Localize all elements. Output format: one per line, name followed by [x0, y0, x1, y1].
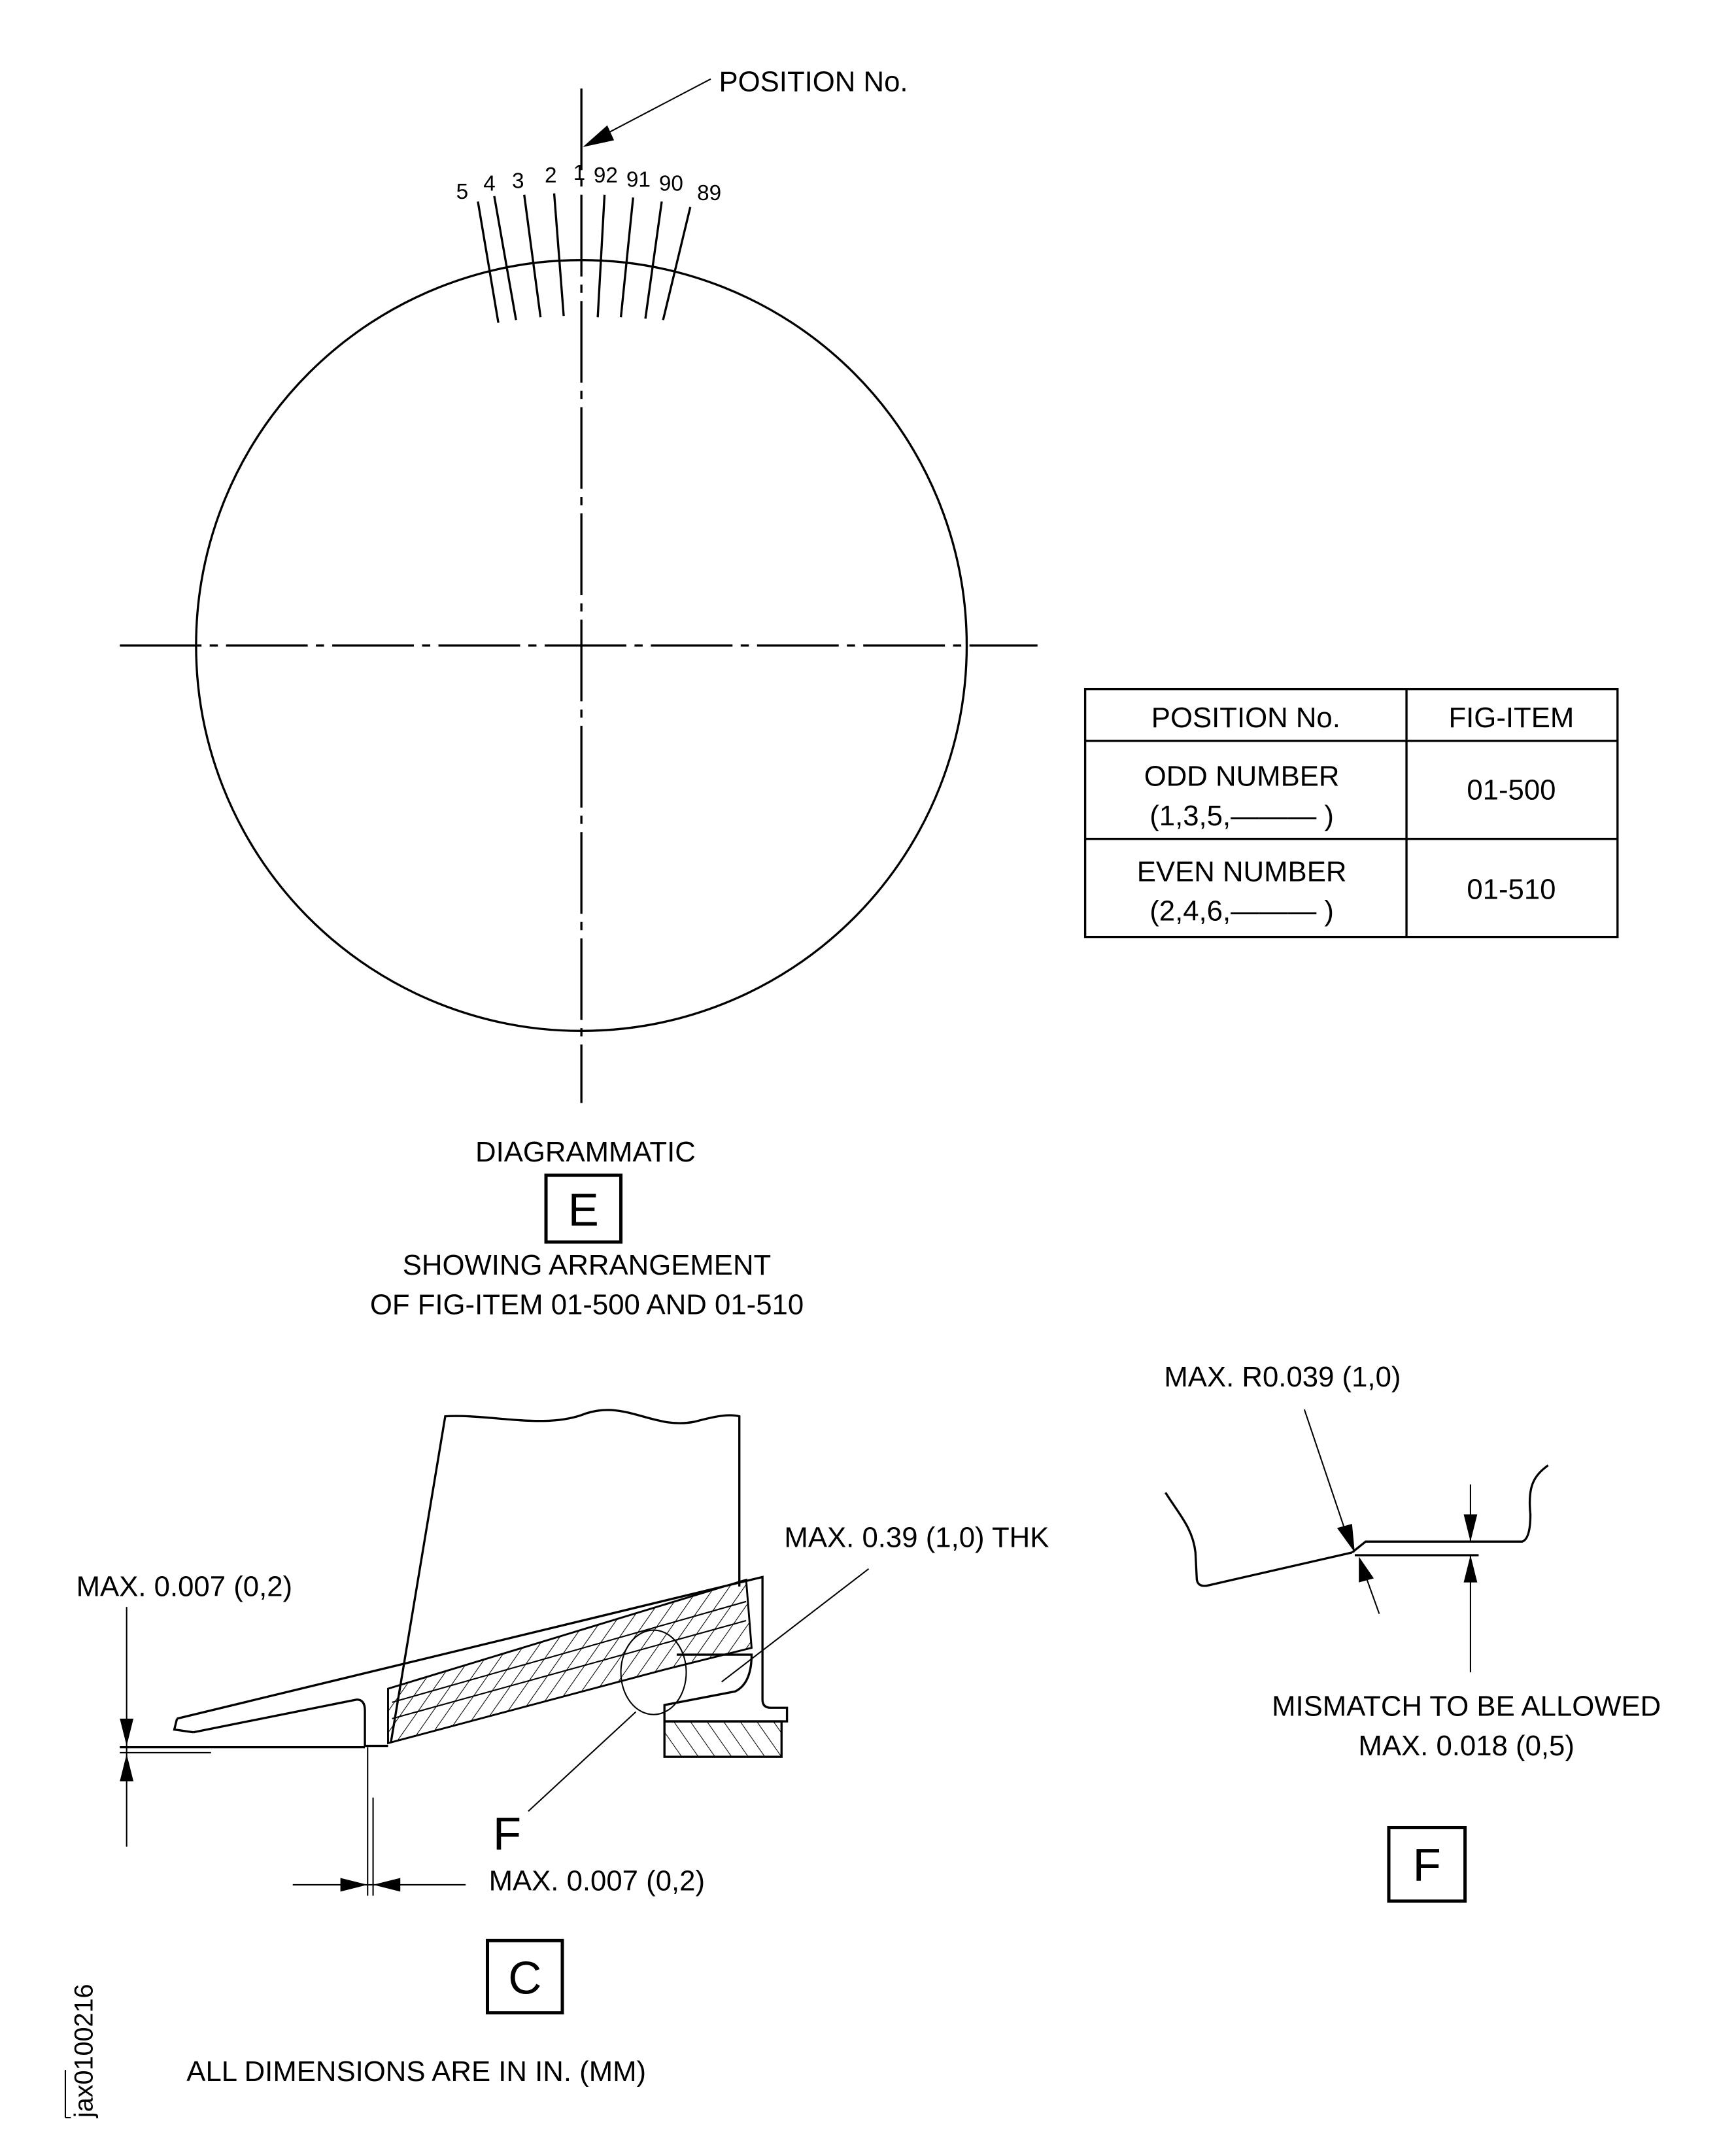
position-label: 91 [626, 167, 651, 192]
caption-line2: OF FIG-ITEM 01-500 AND 01-510 [370, 1288, 804, 1320]
figure-id-bracket [64, 2070, 71, 2119]
figure-id: jax0100216 [70, 1984, 99, 2118]
arrow-up-icon [1463, 1555, 1478, 1583]
view-c: F MAX. 0.39 (1,0) THK MAX. 0.007 (0,2) M… [77, 1409, 1049, 2088]
thickness-leader [721, 1568, 870, 1683]
radius-arrow-icon [1336, 1524, 1355, 1553]
position-label: 2 [545, 163, 557, 188]
arrow-up-icon [120, 1754, 134, 1781]
detail-f-leader [528, 1711, 637, 1812]
arrow-down-icon [120, 1718, 134, 1746]
view-c-box [485, 1938, 564, 2015]
radius-arrow-icon [1359, 1557, 1374, 1583]
left-part-outline [1165, 1492, 1353, 1587]
position-labels: 5 4 3 2 1 92 91 90 89 [456, 161, 722, 205]
mismatch-line1: MISMATCH TO BE ALLOWED [1272, 1691, 1661, 1723]
hatched-foot [663, 1720, 783, 1758]
table-cell-position: ODD NUMBER [1144, 761, 1340, 793]
position-label: 90 [659, 172, 683, 196]
radius-note: MAX. R0.039 (1,0) [1164, 1361, 1401, 1393]
position-table: POSITION No. FIG-ITEM ODD NUMBER (1,3,5,… [1083, 687, 1619, 938]
table-cell-position: EVEN NUMBER [1137, 855, 1347, 887]
hatched-wedge [387, 1578, 753, 1745]
arrow-right-icon [340, 1878, 368, 1892]
view-c-letter: C [508, 1953, 541, 2005]
detail-f-ref: F [493, 1808, 521, 1860]
table-cell-fig-item: 01-500 [1467, 774, 1556, 806]
view-f: MAX. R0.039 (1,0) MISMATCH TO BE ALLOWED… [1164, 1361, 1661, 1903]
table-header-fig-item: FIG-ITEM [1448, 702, 1574, 734]
arrow-down-icon [1463, 1514, 1478, 1542]
position-label: 5 [456, 180, 469, 204]
blade-outline [390, 1409, 741, 1744]
caption-line1: SHOWING ARRANGEMENT [403, 1249, 772, 1281]
detail-f-circle [620, 1629, 687, 1715]
dim-vertical-label: MAX. 0.007 (0,2) [77, 1570, 292, 1602]
position-leader [598, 78, 711, 139]
view-f-letter: F [1413, 1840, 1441, 1891]
view-e: POSITION No. 5 4 3 2 1 92 91 90 89 DIAGR… [120, 66, 1038, 1320]
dim-horizontal-label: MAX. 0.007 (0,2) [489, 1865, 705, 1897]
table-header-position: POSITION No. [1151, 702, 1340, 734]
position-label: 89 [697, 181, 721, 205]
units-note: ALL DIMENSIONS ARE IN IN. (MM) [186, 2056, 646, 2088]
position-pointer-label: POSITION No. [719, 66, 908, 98]
view-e-box [544, 1173, 623, 1244]
view-f-box [1387, 1825, 1467, 1903]
table-cell-sequence: (1,3,5,——— ) [1149, 800, 1334, 832]
view-e-letter: E [568, 1184, 599, 1236]
table-cell-sequence: (2,4,6,——— ) [1149, 895, 1334, 927]
arrow-left-icon [373, 1878, 401, 1892]
position-label: 92 [594, 163, 618, 188]
thickness-note: MAX. 0.39 (1,0) THK [784, 1522, 1049, 1554]
position-label: 1 [573, 161, 586, 185]
position-ticks [477, 193, 692, 323]
caption-diagrammatic: DIAGRAMMATIC [475, 1136, 696, 1168]
position-label: 4 [483, 172, 496, 196]
table-cell-fig-item: 01-510 [1467, 873, 1556, 905]
mismatch-line2: MAX. 0.018 (0,5) [1358, 1730, 1574, 1762]
arrowhead-icon [583, 125, 615, 147]
right-part-outline [1351, 1464, 1549, 1554]
position-label: 3 [512, 169, 524, 193]
